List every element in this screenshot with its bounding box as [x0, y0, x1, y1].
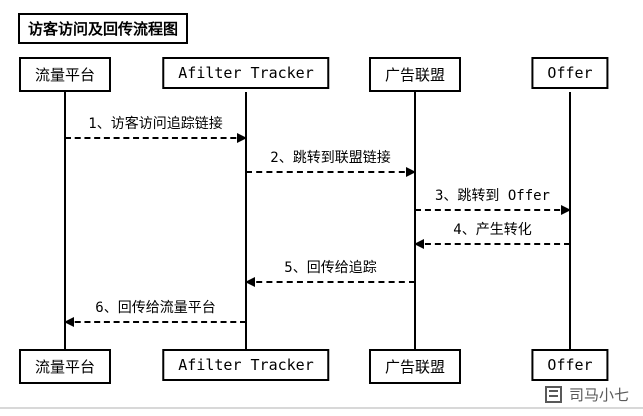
lifeline-offer [569, 92, 571, 349]
message-3: 3、跳转到 Offer [415, 188, 571, 215]
actor-top-offer: Offer [531, 57, 609, 89]
message-6: 6、回传给流量平台 [64, 300, 246, 327]
actor-top-traffic-platform: 流量平台 [18, 57, 112, 92]
lifeline-ad-network [414, 92, 416, 349]
actor-bottom-offer: Offer [531, 349, 609, 381]
lifeline-traffic-platform [64, 92, 66, 349]
bottom-divider [0, 407, 643, 409]
message-5-label: 5、回传给追踪 [284, 260, 377, 276]
message-1: 1、访客访问追踪链接 [65, 116, 247, 143]
dashed-arrow-left-icon [414, 239, 570, 249]
message-6-label: 6、回传给流量平台 [95, 300, 216, 316]
dashed-arrow-right-icon [65, 133, 247, 143]
message-2: 2、跳转到联盟链接 [246, 150, 416, 177]
lifeline-afilter-tracker [245, 92, 247, 349]
message-3-label: 3、跳转到 Offer [434, 188, 550, 204]
watermark-logo-icon [544, 386, 562, 403]
actor-bottom-afilter-tracker: Afilter Tracker [162, 349, 330, 381]
actor-bottom-traffic-platform: 流量平台 [18, 349, 112, 384]
watermark: 司马小七 [544, 384, 629, 405]
message-1-label: 1、访客访问追踪链接 [88, 116, 223, 132]
actor-top-afilter-tracker: Afilter Tracker [162, 57, 330, 89]
dashed-arrow-right-icon [415, 205, 571, 215]
message-4: 4、产生转化 [414, 222, 570, 249]
watermark-text: 司马小七 [568, 386, 629, 404]
dashed-arrow-right-icon [246, 167, 416, 177]
dashed-arrow-left-icon [64, 317, 246, 327]
diagram-title: 访客访问及回传流程图 [18, 13, 189, 44]
message-2-label: 2、跳转到联盟链接 [270, 150, 391, 166]
message-4-label: 4、产生转化 [453, 222, 532, 238]
dashed-arrow-left-icon [245, 277, 415, 287]
message-5: 5、回传给追踪 [245, 260, 415, 287]
actor-bottom-ad-network: 广告联盟 [368, 349, 462, 384]
actor-top-ad-network: 广告联盟 [368, 57, 462, 92]
